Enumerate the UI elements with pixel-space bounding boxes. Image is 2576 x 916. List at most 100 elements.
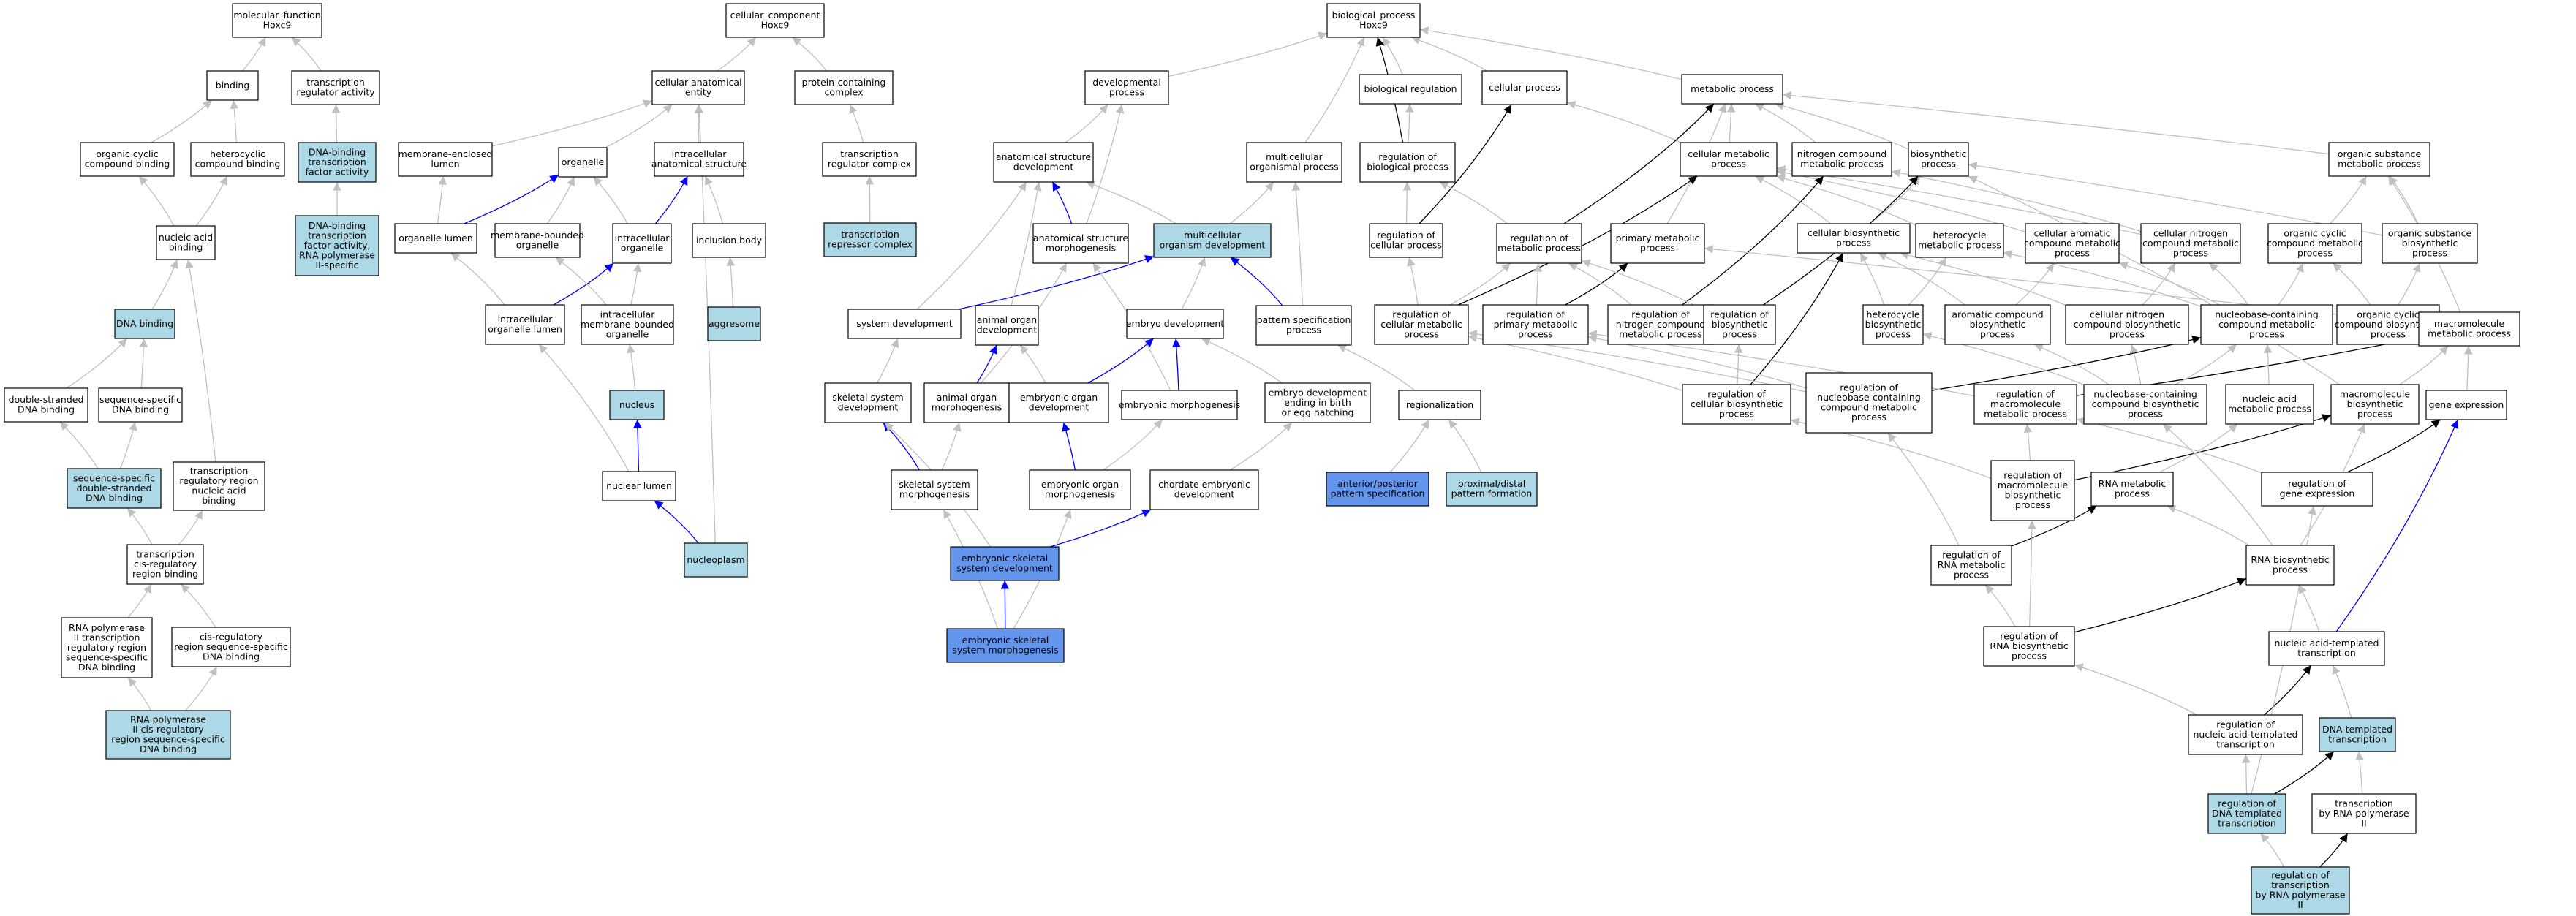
node-cp[interactable]: cellular process — [1481, 70, 1568, 105]
node-aggresome[interactable]: aggresome — [707, 306, 761, 341]
node-ol[interactable]: organelle lumen — [394, 223, 477, 254]
node-sysdev[interactable]: system development — [847, 309, 962, 339]
node-mp[interactable]: metabolic process — [1681, 74, 1783, 105]
node-dnab[interactable]: DNA binding — [114, 309, 175, 339]
node-bioreg[interactable]: biological regulation — [1359, 74, 1462, 105]
node-nl[interactable]: nuclear lumen — [602, 471, 676, 501]
node-np[interactable]: nucleoplasm — [684, 542, 748, 578]
node-binding[interactable]: binding — [206, 70, 259, 101]
node-embdev[interactable]: embryo development — [1126, 309, 1225, 339]
node-rmbp[interactable]: regulation ofmacromoleculebiosyntheticpr… — [1990, 460, 2075, 521]
node-ib[interactable]: inclusion body — [692, 223, 766, 258]
node-em[interactable]: embryonic morphogenesis — [1119, 390, 1240, 420]
node-regionalization[interactable]: regionalization — [1398, 390, 1481, 420]
node-nucleus[interactable]: nucleus — [609, 390, 665, 420]
node-organelle[interactable]: organelle — [558, 147, 608, 178]
node-ge[interactable]: gene expression — [2425, 390, 2507, 420]
node-rnccmp[interactable]: regulation ofnucleobase-containingcompou… — [1805, 372, 1933, 434]
